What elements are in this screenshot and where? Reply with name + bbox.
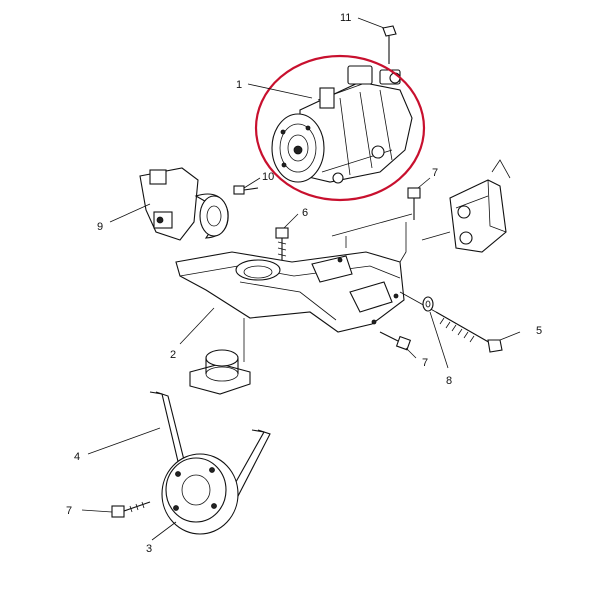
flange-fitting[interactable] — [189, 318, 251, 395]
callout-7-lower: 7 — [66, 505, 72, 517]
tensioner-part-9[interactable] — [139, 167, 229, 241]
callout-3: 3 — [146, 543, 152, 555]
nut-part-11[interactable] — [382, 25, 397, 64]
callout-10: 10 — [262, 171, 274, 183]
pulley-part-3[interactable] — [161, 453, 239, 535]
callout-6: 6 — [302, 207, 308, 219]
callout-2: 2 — [170, 349, 176, 361]
bracket-part-2[interactable] — [175, 213, 451, 333]
long-bolt-part-5[interactable] — [399, 291, 503, 353]
callout-5: 5 — [536, 325, 542, 337]
washer-part-8[interactable] — [422, 296, 434, 312]
belt-part-4[interactable] — [149, 391, 271, 501]
bolt-part-10[interactable] — [233, 185, 259, 195]
highlight-circle — [254, 54, 426, 202]
bolt-part-7-upper[interactable] — [407, 187, 421, 220]
bolt-part-6[interactable] — [275, 227, 289, 262]
callout-8: 8 — [446, 375, 452, 387]
mounting-block[interactable] — [449, 159, 511, 253]
callout-7-middle: 7 — [422, 357, 428, 369]
callout-7-upper: 7 — [432, 167, 438, 179]
callouts: 1 11 10 9 6 7 2 5 8 7 4 7 3 — [66, 12, 542, 555]
callout-11: 11 — [340, 12, 351, 24]
callout-4: 4 — [74, 451, 80, 463]
callout-9: 9 — [97, 221, 103, 233]
bolt-part-7-middle[interactable] — [379, 331, 412, 351]
callout-1: 1 — [236, 79, 242, 91]
bolt-part-7-lower[interactable] — [111, 501, 151, 518]
compressor-part-1[interactable] — [271, 65, 413, 184]
